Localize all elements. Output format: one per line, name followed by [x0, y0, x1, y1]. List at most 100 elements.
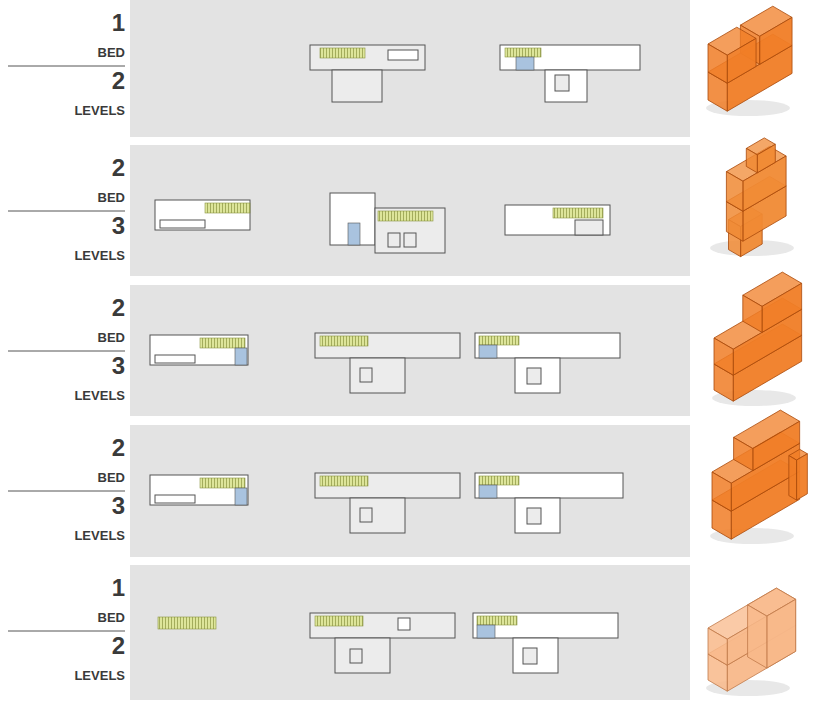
- plan-room: [523, 648, 537, 664]
- plan-room: [527, 368, 541, 384]
- massing-face: [734, 437, 753, 470]
- plan-room: [545, 70, 587, 102]
- count-number: 3: [112, 493, 125, 519]
- count-number: 2: [112, 68, 125, 94]
- plan-room: [155, 200, 250, 230]
- plan-room: [375, 208, 445, 253]
- plan-room: [475, 333, 620, 358]
- count-number: 3: [112, 353, 125, 379]
- row-band: [130, 425, 690, 557]
- plan-room: [320, 476, 368, 486]
- count-unit: LEVELS: [74, 248, 125, 263]
- plan-room: [477, 616, 517, 625]
- plan-room: [350, 498, 405, 533]
- massing-face: [712, 472, 731, 511]
- floor-plan: [330, 193, 445, 253]
- floor-plan: [310, 45, 425, 102]
- divider-line: [8, 491, 125, 492]
- plan-room: [553, 208, 603, 218]
- plan-room: [150, 475, 248, 505]
- plan-room: [513, 638, 558, 673]
- plan-room: [360, 508, 372, 522]
- plan-room: [235, 348, 247, 365]
- count-unit: LEVELS: [74, 668, 125, 683]
- massing-model: [708, 6, 792, 111]
- plan-room: [315, 333, 460, 358]
- plan-room: [527, 508, 541, 524]
- plan-room: [515, 498, 560, 533]
- plan-room: [332, 70, 382, 102]
- massing-face: [708, 628, 727, 665]
- plan-room: [500, 45, 640, 70]
- count-unit: BED: [98, 330, 125, 345]
- plan-room: [158, 617, 216, 629]
- plan-room: [388, 50, 418, 60]
- count-unit: LEVELS: [74, 528, 125, 543]
- plan-room: [315, 616, 363, 626]
- floor-plan: [158, 617, 216, 629]
- plan-room: [505, 48, 541, 57]
- plan-room: [235, 488, 247, 505]
- count-number: 1: [112, 10, 125, 36]
- massing-model: [726, 138, 786, 257]
- plan-room: [320, 48, 365, 58]
- floor-plan: [315, 473, 460, 533]
- massing-model: [714, 272, 802, 401]
- plan-room: [350, 358, 405, 393]
- massing-face: [708, 44, 727, 83]
- count-number: 2: [112, 155, 125, 181]
- plan-room: [360, 368, 372, 382]
- floor-plan: [475, 473, 623, 533]
- plan-room: [200, 478, 245, 488]
- plan-room: [505, 205, 610, 235]
- massing-face: [714, 338, 733, 375]
- massing-face: [797, 454, 808, 500]
- floor-plan: [155, 200, 250, 230]
- plan-room: [200, 338, 245, 348]
- plan-room: [575, 220, 603, 235]
- plan-room: [479, 336, 519, 345]
- floor-plan: [310, 613, 455, 673]
- plan-room: [330, 193, 375, 245]
- massing-face: [746, 148, 757, 172]
- floor-plan: [500, 45, 640, 102]
- plan-room: [155, 355, 195, 363]
- massing-face: [727, 38, 756, 83]
- floor-plan: [473, 613, 618, 673]
- plan-room: [475, 473, 623, 498]
- count-unit: BED: [98, 610, 125, 625]
- plan-room: [479, 485, 497, 498]
- plan-room: [310, 45, 425, 70]
- massing-model: [712, 410, 807, 539]
- count-number: 1: [112, 575, 125, 601]
- count-number: 2: [112, 633, 125, 659]
- count-unit: LEVELS: [74, 388, 125, 403]
- massing-model: [708, 588, 796, 691]
- row-band: [130, 285, 690, 416]
- massing-face: [767, 599, 796, 668]
- floor-plan: [475, 333, 620, 393]
- massing-face: [757, 144, 775, 173]
- count-number: 2: [112, 295, 125, 321]
- floor-plan: [505, 205, 610, 235]
- massing-face: [762, 283, 802, 332]
- count-unit: BED: [98, 470, 125, 485]
- count-unit: BED: [98, 45, 125, 60]
- row-band: [130, 0, 690, 137]
- plan-room: [205, 203, 250, 213]
- plan-room: [479, 476, 519, 485]
- massing-face: [743, 295, 762, 332]
- massing-face: [748, 605, 767, 668]
- plan-room: [388, 233, 400, 247]
- plan-room: [348, 223, 360, 245]
- divider-line: [8, 631, 125, 632]
- row-band: [130, 565, 690, 700]
- plan-room: [473, 613, 618, 638]
- plan-room: [404, 233, 416, 247]
- massing-face: [789, 456, 797, 500]
- count-unit: BED: [98, 190, 125, 205]
- plan-room: [315, 473, 460, 498]
- floor-plan: [315, 333, 460, 393]
- plan-room: [378, 211, 433, 221]
